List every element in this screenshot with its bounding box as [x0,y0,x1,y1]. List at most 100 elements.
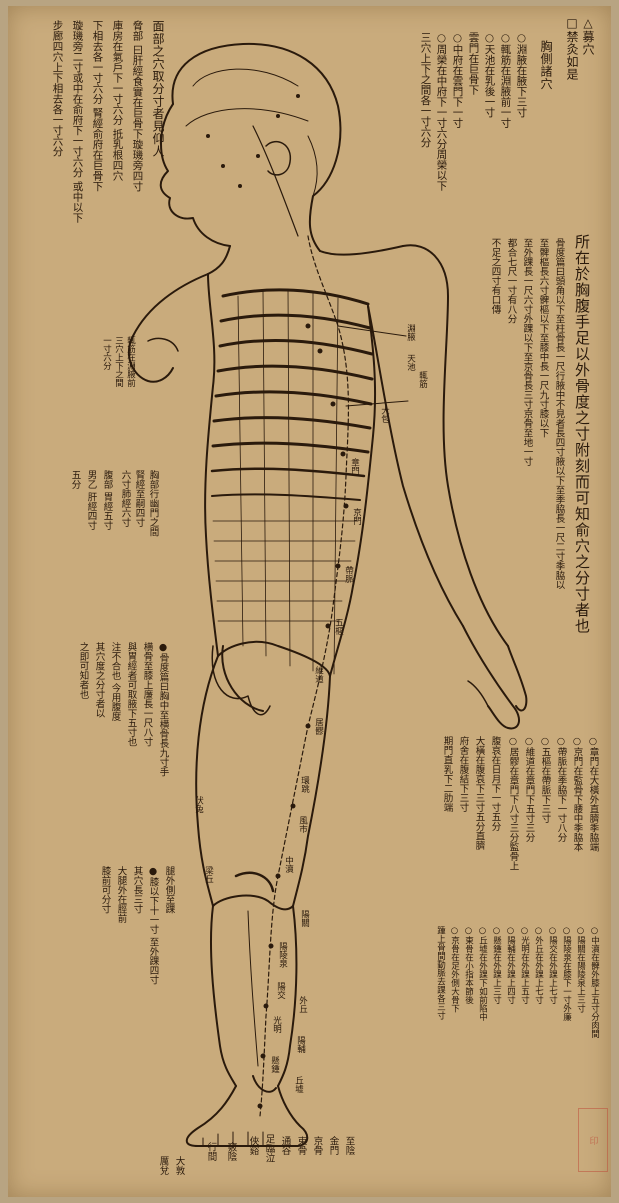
upper-right-point: ○淵腋在腋下三寸 [516,32,527,118]
right-lower-point: ○東骨在小指本節後 [464,926,473,1004]
left-abdomen-note: 胸部行幽門之間 [148,470,158,537]
upper-right-point: 三穴上下之間各一寸六分 [420,32,431,148]
main-statement-col: 所在於胸腹手足以外骨度之寸附刻而可知俞穴之分寸者也 [574,234,589,634]
right-lower-point: ○陽關在陽陵泉上三寸 [576,926,585,1013]
right-middle-point: ○五樞在帶脈下三寸 [540,736,550,823]
body-point-label: 伏兔 [194,796,203,813]
header-col-3: 胸側諸穴 [540,40,552,90]
left-bottom-note: ●膝以下十一寸 至外踝四寸 [148,866,158,985]
upper-left-col: 脅部 曰肝經食實在巨骨下璇璣旁四寸 [132,20,143,191]
right-middle-point: 期門直乳下二肋端 [442,736,452,812]
foot-point-label: 金門 [328,1136,338,1155]
right-lower-point: ○外丘在外踝上七寸 [534,926,543,1004]
right-lower-point: ○中瀆在髀外膝上五寸分肉間 [590,926,599,1038]
body-point-label: 大包 [380,406,389,423]
right-lower-point: ○懸鍾在外踝上三寸 [492,926,501,1004]
header-col-1: △募穴 [582,16,594,56]
body-point-label: 淵腋 [406,324,415,341]
right-middle-point: 大橫在腹哀下三寸五分直臍 [474,736,484,850]
upper-left-col: 璇璣旁二寸或中在俞府下一寸六分 或中以下 [72,20,83,223]
foot-point-label: 足臨泣 [264,1134,274,1163]
left-lower-note: 注不合也 今用腹度 [110,642,120,721]
right-lower-point: ○光明在外踝上五寸 [520,926,529,1004]
left-bottom-note: 其穴長三寸 [132,866,142,914]
left-lower-note: 横骨至膝上廉長一尺八寸 [142,642,152,747]
right-middle-point: ○京門在監骨下腰中季脇本 [572,736,582,852]
body-point-label: 帶脈 [344,566,353,583]
left-bottom-note: 大腿外在脛前 [116,866,126,923]
upper-right-point: ○周榮在中府下一寸六分周榮以下 [436,32,447,191]
foot-point-label: 行間 [206,1142,216,1161]
right-middle-point: ○居髎在章門下八寸三分監骨上 [508,736,518,871]
upper-left-col: 庫房在氣戶下一寸六分 抵乳根四穴 [112,20,123,181]
right-middle-point: 府舍在腹結下三寸 [458,736,468,812]
body-point-label: 陽輔 [296,1036,305,1053]
header-col-2: □禁灸如是 [566,16,578,81]
left-lower-note: 其穴度之分寸者以 [94,642,104,718]
right-middle-point: ○帶脈在季脇下一寸八分 [556,736,566,842]
foot-point-label: 大敦 [174,1156,184,1175]
right-lower-point: ○丘墟在外踝下如前陷中 [478,926,487,1021]
upper-left-col: 下相去各一寸六分 腎經俞府在巨骨下 [92,20,103,191]
left-abdomen-note: 男乙 肝經四寸 [86,470,96,530]
body-point-label: 梁丘 [204,866,213,883]
right-lower-point: ○陽陵泉在膝下一寸外廉 [562,926,571,1021]
body-point-label: 外丘 [298,996,307,1013]
scroll-paper: △募穴 □禁灸如是 胸側諸穴 ○淵腋在腋下三寸 ○輒筋在淵腋前一寸 ○天池在乳後… [8,6,611,1197]
upper-right-point: ○中府在雲門下一寸 [452,32,463,128]
body-point-label: 中瀆 [284,856,293,873]
upper-left-col: 面部之穴取分寸者見仰人 [152,20,164,158]
left-lower-note: 與胃經者可取腋下五寸也 [126,642,136,747]
foot-point-label: 俠谿 [248,1136,258,1155]
main-statement-col: 至髀樞長六寸髀樞以下至膝中長一尺九寸膝以下 [538,238,548,438]
left-middle-note: 一寸六分 [102,336,111,370]
body-point-label: 輒筋 [418,371,427,388]
left-middle-note: 三穴上下之間 [114,336,123,387]
right-middle-point: 腹哀在日月下一寸五分 [490,736,500,831]
left-abdomen-note: 腹部 胃經五寸 [102,470,112,530]
body-point-label: 章門 [350,458,359,475]
foot-point-label: 通谷 [280,1136,290,1155]
left-abdomen-note: 腎經至嗣四寸 [134,470,144,527]
main-statement-col: 骨度篇曰頭角以下至柱骨長一尺行腋中不見者長四寸腋以下至季脇長一尺二寸季脇以 [554,238,564,590]
left-bottom-note: 膝前可分寸 [100,866,110,914]
body-point-label: 五樞 [334,618,343,635]
left-lower-note: ●骨度篇曰胸中至横骨長九寸手 [158,642,168,777]
collector-seal: 印 [578,1108,608,1172]
right-lower-point: ○京骨在足外側大骨下 [450,926,459,1013]
upper-right-point: ○輒筋在淵腋前一寸 [500,32,511,128]
body-point-label: 丘墟 [294,1076,303,1093]
left-bottom-note: 腿外側至踝 [164,866,174,914]
right-lower-point: ○陽交在外踝上七寸 [548,926,557,1004]
main-statement-col: 都合七尺一寸有八分 [506,238,516,324]
body-point-label: 維道 [314,666,323,683]
main-statement-col: 至外踝長一尺六寸外踝以下至京骨長三寸京骨至地一寸 [522,238,532,466]
body-point-label: 風市 [298,816,307,833]
right-lower-point: 踵上骨間動脈去踝各三寸 [436,926,445,1020]
left-lower-note: 之即可知者也 [78,642,88,699]
right-lower-point: ○陽輔在外踝上四寸 [506,926,515,1004]
foot-point-label: 京骨 [312,1136,322,1155]
left-middle-note: 輒筋在淵腋前 [126,336,135,387]
upper-right-point: 雲門在巨骨下 [468,32,479,95]
foot-point-label: 厲兌 [158,1156,168,1175]
foot-point-label: 至陰 [344,1136,354,1155]
upper-right-point: ○天池在乳後一寸 [484,32,495,118]
right-middle-point: ○章門在大橫外直臍季脇端 [588,736,598,852]
foot-point-label: 竅陰 [226,1142,236,1161]
main-statement-col: 不足之四寸有口傳 [490,238,500,314]
body-point-label: 光明 [272,1016,281,1033]
upper-left-col: 步廊四穴上下相去各一寸六分 [52,20,63,157]
body-point-label: 居髎 [314,718,323,735]
body-point-label: 陽陵泉 [278,942,287,968]
body-point-label: 陽交 [276,982,285,999]
body-point-label: 環跳 [300,776,309,793]
body-point-label: 懸鍾 [270,1056,279,1073]
foot-point-label: 束骨 [296,1136,306,1155]
right-middle-point: ○維道在章門下五寸三分 [524,736,534,842]
left-abdomen-note: 六寸肺經六寸 [120,470,130,527]
body-point-label: 天池 [406,354,415,371]
left-abdomen-note: 五分 [70,470,80,489]
body-point-label: 陽關 [300,910,309,927]
body-point-label: 京門 [352,508,361,525]
